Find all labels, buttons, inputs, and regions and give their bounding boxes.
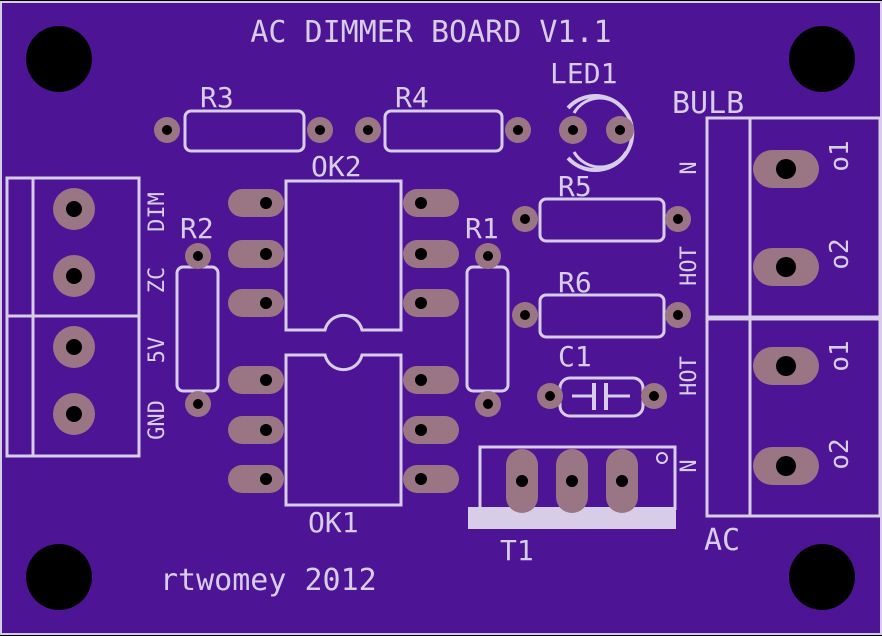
pin-number-ac-1: o1 (825, 340, 855, 371)
left-terminal-pads (53, 188, 95, 435)
label-5v: 5V (145, 337, 170, 364)
pin-number-bulb-1: o1 (825, 140, 855, 171)
label-dim: DIM (145, 192, 170, 232)
label-gnd: GND (145, 400, 170, 440)
board-title: AC DIMMER BOARD V1.1 (250, 15, 611, 50)
resistor-r5: R5 (512, 170, 691, 243)
label-zc: ZC (145, 267, 170, 294)
mounting-hole-bottom-left (26, 544, 92, 610)
label-t1: T1 (500, 534, 534, 567)
mounting-hole-top-left (26, 26, 92, 92)
mounting-holes (26, 26, 855, 610)
pin-number-ac-2: o2 (825, 438, 855, 469)
resistor-r1: R1 (465, 212, 510, 417)
label-ok1: OK1 (308, 506, 359, 539)
label-r1: R1 (465, 212, 499, 245)
left-terminal-block: DIM ZC 5V GND (5, 176, 170, 458)
led1: LED1 (550, 57, 635, 172)
label-ac: AC (704, 523, 740, 558)
capacitor-c1: C1 (537, 340, 667, 418)
label-bulb-n: N (677, 161, 702, 174)
mounting-hole-top-right (789, 26, 855, 92)
label-led1: LED1 (550, 57, 617, 90)
triac-t1: T1 (468, 445, 677, 567)
label-bulb: BULB (672, 86, 744, 121)
optocoupler-ok1: OK1 (228, 353, 459, 539)
pin-number-bulb-2: o2 (825, 238, 855, 269)
label-r2: R2 (180, 212, 214, 245)
resistor-r4: R4 (355, 81, 531, 153)
optocoupler-ok2: OK2 (228, 150, 459, 332)
resistor-r3: R3 (154, 81, 333, 153)
label-r3: R3 (200, 81, 234, 114)
resistor-r2: R2 (175, 212, 220, 417)
resistor-r6: R6 (512, 266, 691, 339)
right-terminal-blocks: BULB AC N HOT HOT N o1 o2 o1 o2 (672, 86, 882, 558)
mounting-hole-bottom-right (789, 544, 855, 610)
label-ac-n: N (677, 459, 702, 472)
label-ok2: OK2 (311, 150, 362, 183)
label-bulb-hot: HOT (677, 246, 702, 286)
label-c1: C1 (558, 340, 592, 373)
label-r4: R4 (395, 81, 429, 114)
board-credit: rtwomey 2012 (160, 563, 377, 598)
label-ac-hot: HOT (677, 356, 702, 396)
